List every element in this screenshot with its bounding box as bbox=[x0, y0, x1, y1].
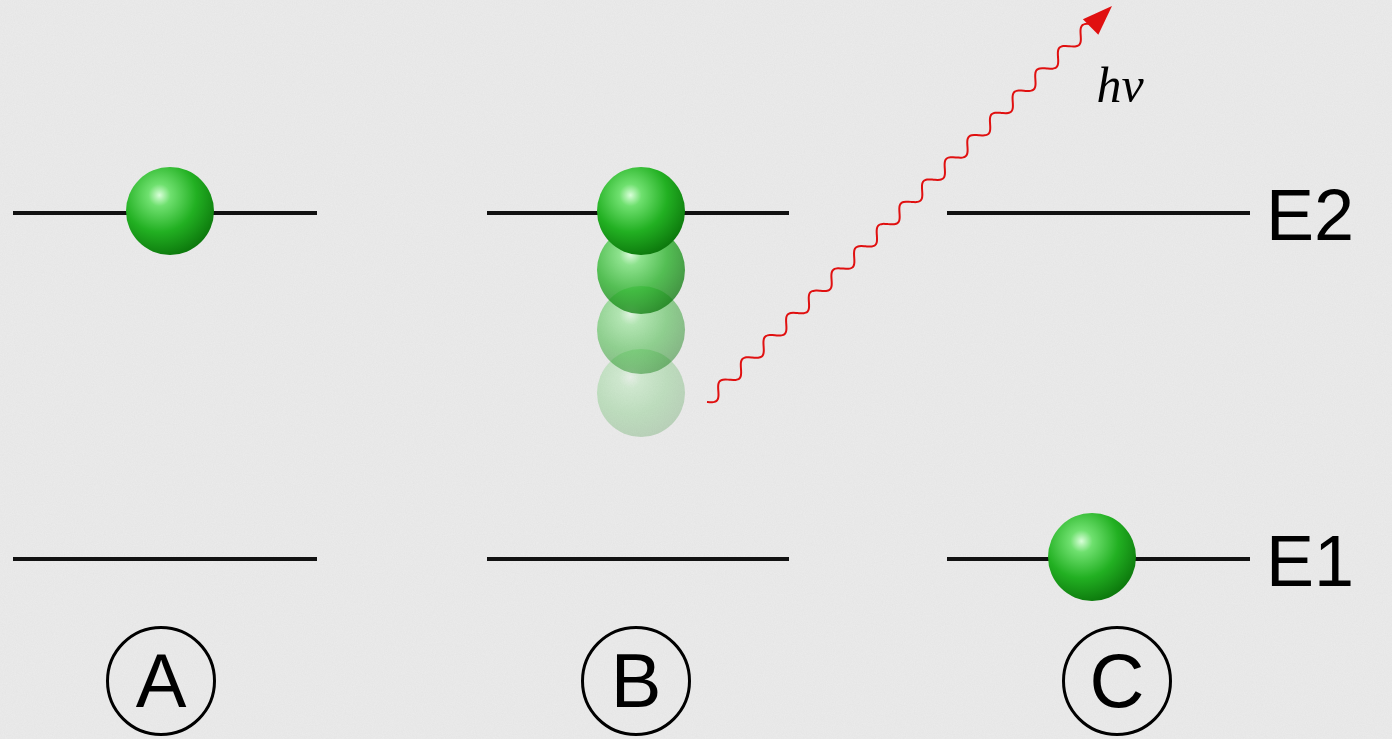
panel-letter: C bbox=[1062, 643, 1172, 719]
electrons bbox=[126, 167, 1136, 601]
electron bbox=[126, 167, 214, 255]
energy-levels bbox=[13, 213, 1250, 559]
panel-letter: A bbox=[106, 643, 216, 719]
electron bbox=[597, 167, 685, 255]
level-line bbox=[947, 211, 1250, 215]
photon-arrowhead bbox=[1083, 6, 1112, 35]
circled-letter: A bbox=[106, 626, 216, 736]
level-line bbox=[487, 557, 789, 561]
circled-letter: B bbox=[581, 626, 691, 736]
photon-wave bbox=[707, 24, 1092, 402]
level-label: E2 bbox=[1266, 179, 1354, 251]
level-label: E1 bbox=[1266, 525, 1354, 597]
panel-letter: B bbox=[581, 643, 691, 719]
level-line bbox=[13, 557, 317, 561]
photon-energy-label: hν bbox=[1096, 60, 1143, 110]
circled-letter: C bbox=[1062, 626, 1172, 736]
electron bbox=[1048, 513, 1136, 601]
